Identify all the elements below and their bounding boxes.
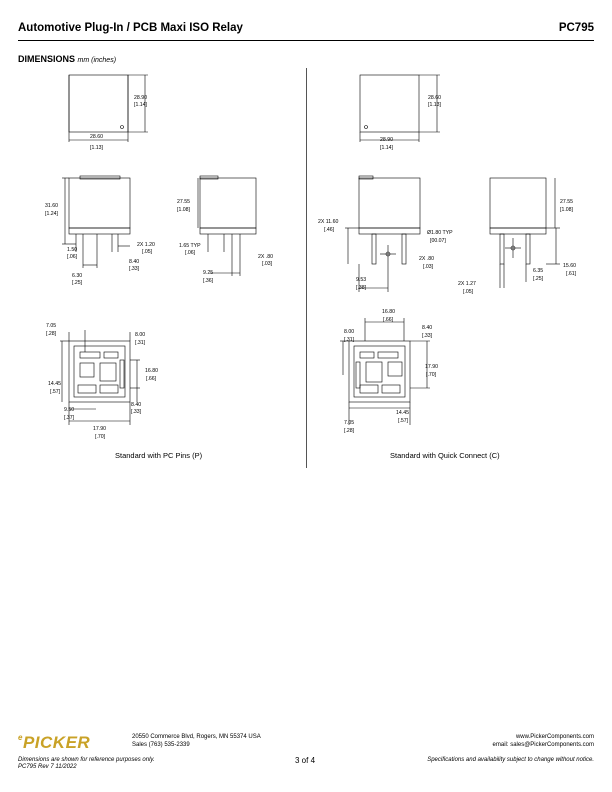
column-divider — [306, 68, 307, 468]
dim-right-top-w-in: [1.14] — [380, 145, 394, 151]
dim-right-b-c-in: [.33] — [422, 333, 433, 339]
dim-right-b-f-in: [.28] — [344, 428, 355, 434]
dim-left-d2-in: [.05] — [142, 249, 153, 255]
dim-right-b-d: 17.90 — [425, 364, 438, 370]
footer-address: 20550 Commerce Blvd, Rogers, MN 55374 US… — [132, 734, 261, 740]
right-top-view — [359, 74, 420, 133]
dim-right-b-a-in: [.66] — [383, 317, 394, 323]
dim-left-b-a-in: [.28] — [46, 331, 57, 337]
dim-left-b-a: 7.05 — [46, 323, 56, 329]
dim-left-top-h: 28.90 — [134, 95, 147, 101]
dim-left-b-c-in: [.66] — [146, 376, 157, 382]
dim-left-s2-b-in: [.03] — [262, 261, 273, 267]
dim-right-s2-b-in: [.25] — [533, 276, 544, 282]
dim-left-side-h: 31.60 — [45, 203, 58, 209]
page-header: Automotive Plug-In / PCB Maxi ISO Relay … — [18, 22, 594, 40]
dim-right-s2-h: 27.55 — [560, 199, 573, 205]
dim-left-d1: 1.50 — [67, 247, 77, 253]
footer-note-right: Specifications and availability subject … — [427, 757, 594, 763]
header-rule — [18, 40, 594, 41]
dim-left-b-d-in: [.57] — [50, 389, 61, 395]
dim-right-d2: Ø1.80 TYP — [427, 230, 453, 236]
dim-left-b-f-in: [.37] — [64, 415, 75, 421]
dim-right-d1: 2X 11.60 — [318, 219, 338, 225]
left-side-view-2 — [199, 177, 257, 229]
caption-quick-connect: Standard with Quick Connect (C) — [390, 451, 500, 460]
right-side-view — [358, 177, 421, 229]
dim-right-s2-b: 6.35 — [533, 268, 543, 274]
left-side-view — [68, 177, 131, 229]
footer-note-left: Dimensions are shown for reference purpo… — [18, 757, 155, 763]
caption-pc-pins: Standard with PC Pins (P) — [115, 451, 203, 460]
right-side-view-2 — [489, 177, 547, 229]
dim-left-b-b-in: [.31] — [135, 340, 146, 346]
dim-left-d4-in: [.25] — [72, 280, 83, 286]
right-bottom-view — [348, 340, 411, 403]
logo-e-icon: e — [18, 733, 23, 742]
units-note: mm (inches) — [77, 57, 117, 64]
left-top-view — [68, 74, 129, 133]
dim-left-top-w: 28.60 — [90, 134, 103, 140]
dim-left-d2: 2X 1.20 — [137, 242, 155, 248]
picker-logo: ePICKER — [18, 733, 91, 752]
dim-right-b-e-in: [.57] — [398, 418, 409, 424]
part-number: PC795 — [558, 22, 594, 34]
dim-left-d1-in: [.06] — [67, 254, 78, 260]
dim-right-top-h-in: [1.13] — [428, 102, 442, 108]
footer-email[interactable]: email: sales@PickerComponents.com — [492, 742, 594, 748]
dim-right-s2-c-in: [.61] — [566, 271, 577, 277]
dim-left-b-c: 16.80 — [145, 368, 158, 374]
dim-right-b-c: 8.40 — [422, 325, 432, 331]
dim-left-side-h-in: [1.24] — [45, 211, 59, 217]
dim-left-s2-h-in: [1.08] — [177, 207, 191, 213]
dim-right-d3-in: [.03] — [423, 264, 434, 270]
dim-left-b-g-in: [.70] — [95, 434, 106, 440]
dim-left-top-h-in: [1.14] — [134, 102, 148, 108]
dim-left-b-d: 14.45 — [48, 381, 61, 387]
dim-left-d3-in: [.33] — [129, 266, 140, 272]
dim-right-b-e: 14.45 — [396, 410, 409, 416]
page-number: 3 of 4 — [295, 756, 316, 765]
section-title: DIMENSIONS mm (inches) — [18, 54, 117, 64]
dim-right-top-h: 28.60 — [428, 95, 441, 101]
dim-left-s2-h: 27.55 — [177, 199, 190, 205]
dim-left-b-e: 8.40 — [131, 402, 141, 408]
dim-left-top-w-in: [1.13] — [90, 145, 104, 151]
dim-right-b-b: 8.00 — [344, 329, 354, 335]
dim-right-s2-a: 2X 1.27 — [458, 281, 476, 287]
dim-right-d2-in: [00.07] — [430, 238, 446, 244]
dim-right-top-w: 28.90 — [380, 137, 393, 143]
dim-right-b-d-in: [.70] — [426, 372, 437, 378]
dim-left-b-e-in: [.33] — [131, 409, 142, 415]
dim-left-b-f: 9.50 — [64, 407, 74, 413]
dim-left-s2-c-in: [.36] — [203, 278, 214, 284]
dim-right-d4: 9.53 — [356, 277, 366, 283]
dim-left-d4: 6.30 — [72, 273, 82, 279]
dim-left-s2-b: 2X .80 — [258, 254, 273, 260]
dim-right-d1-in: [.46] — [324, 227, 335, 233]
footer-revision: PC795 Rev 7 11/2022 — [18, 764, 77, 770]
dim-right-d3: 2X .80 — [419, 256, 434, 262]
dim-right-s2-h-in: [1.08] — [560, 207, 574, 213]
dim-right-b-b-in: [.31] — [344, 337, 355, 343]
left-bottom-view — [68, 340, 131, 403]
footer-web[interactable]: www.PickerComponents.com — [515, 734, 594, 740]
footer-sales: Sales (763) 535-2339 — [132, 742, 190, 748]
dim-left-b-g: 17.90 — [93, 426, 106, 432]
dim-left-b-b: 8.00 — [135, 332, 145, 338]
dim-left-s2-c: 9.25 — [203, 270, 213, 276]
dim-left-s2-a-in: [.06] — [185, 250, 196, 256]
dim-right-b-a: 16.80 — [382, 309, 395, 315]
dim-left-s2-a: 1.65 TYP — [179, 243, 201, 249]
dim-right-d4-in: [.38] — [356, 285, 367, 291]
dim-right-b-f: 7.05 — [344, 420, 354, 426]
dim-left-d3: 8.40 — [129, 259, 139, 265]
dim-right-s2-c: 15.60 — [563, 263, 576, 269]
dim-right-s2-a-in: [.05] — [463, 289, 474, 295]
document-title: Automotive Plug-In / PCB Maxi ISO Relay — [18, 22, 243, 34]
